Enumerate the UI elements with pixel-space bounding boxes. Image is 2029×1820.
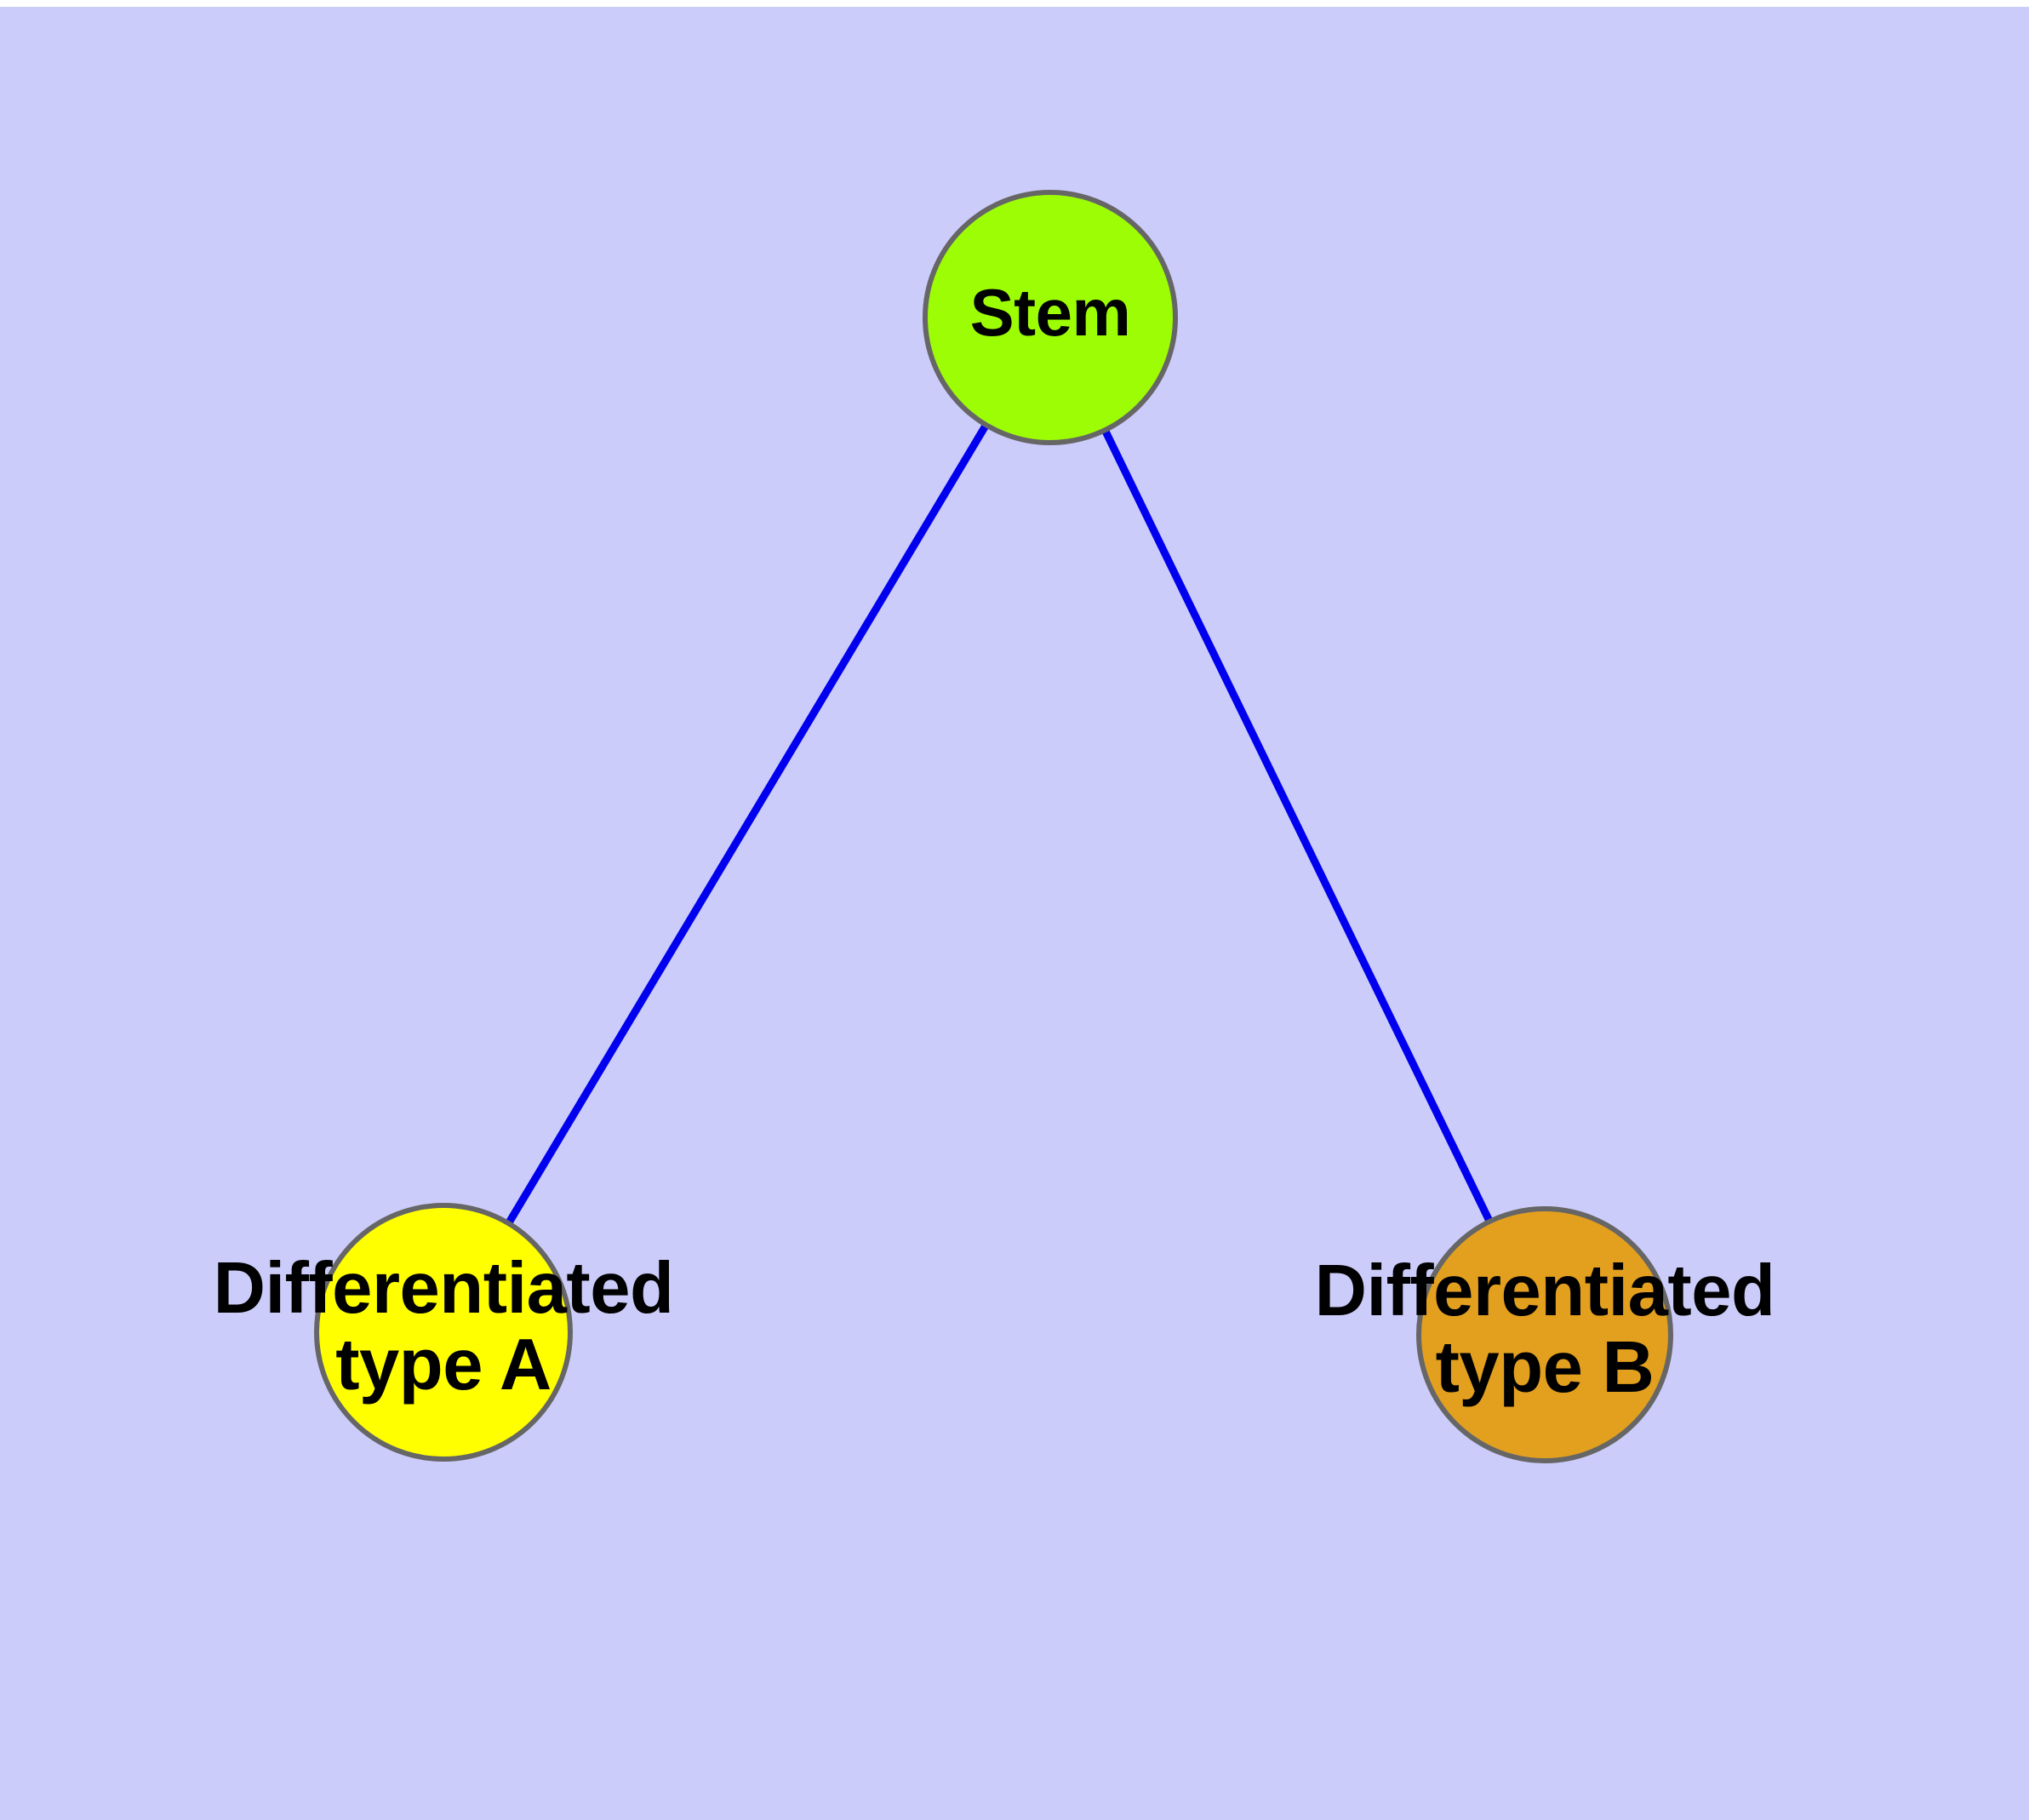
- node-layer: [314, 190, 1673, 1463]
- node-stem[interactable]: [923, 190, 1178, 445]
- node-differentiated-type-b[interactable]: [1416, 1206, 1673, 1463]
- edge-stem-to-differentiated-type-b: [1100, 426, 1493, 1222]
- edge-stem-to-differentiated-type-a: [506, 421, 991, 1224]
- edge-layer: [506, 421, 1493, 1224]
- node-differentiated-type-a[interactable]: [314, 1203, 573, 1462]
